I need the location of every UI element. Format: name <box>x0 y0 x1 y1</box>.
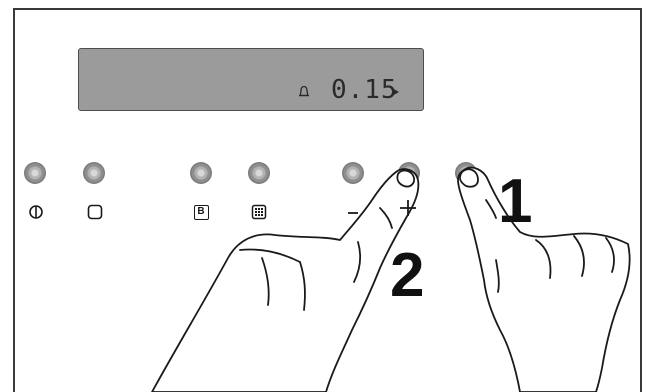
bell-icon <box>297 85 311 99</box>
b-icon: B <box>192 203 210 221</box>
plus-button[interactable] <box>398 162 420 184</box>
stop-led <box>83 162 105 184</box>
minus-button[interactable] <box>342 162 364 184</box>
burner-led <box>190 162 212 184</box>
grid-button[interactable] <box>248 162 270 184</box>
timer-led <box>455 162 477 184</box>
timer-button[interactable] <box>455 162 477 184</box>
minus-icon <box>344 203 362 221</box>
minus-led <box>342 162 364 184</box>
power-icon <box>27 203 45 221</box>
power-button[interactable] <box>24 162 46 184</box>
square-icon <box>86 203 104 221</box>
b-label: B <box>194 205 209 220</box>
grid-led <box>248 162 270 184</box>
arrow-right-icon <box>392 88 399 96</box>
plus-led <box>398 162 420 184</box>
stop-button[interactable] <box>83 162 105 184</box>
display-screen: 0.15 <box>78 48 424 111</box>
grid-icon <box>250 203 268 221</box>
display-time: 0.15 <box>331 75 398 105</box>
burner-button[interactable] <box>190 162 212 184</box>
power-led <box>24 162 46 184</box>
